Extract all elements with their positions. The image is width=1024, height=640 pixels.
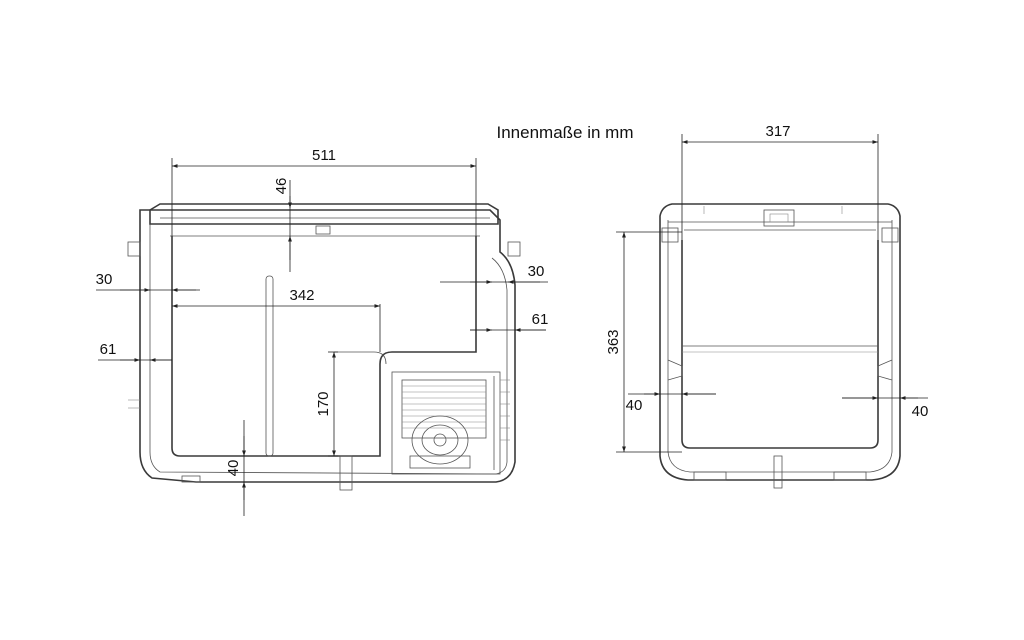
side-view-body-inner-wall (149, 214, 508, 475)
front-view-lid-handle-inner (769, 213, 789, 223)
side-view-divider (265, 275, 274, 457)
dim-label-40-floor: 40 (225, 460, 242, 477)
dim-label-170: 170 (315, 391, 332, 416)
front-view-dimensions: 317 363 40 40 (605, 123, 929, 453)
dim-label-342: 342 (289, 287, 314, 304)
front-view (659, 203, 901, 489)
side-view-inner-compartment (171, 236, 477, 457)
front-view-right-foot (833, 471, 867, 481)
compressor-unit (391, 371, 510, 475)
side-view-left-foot (181, 475, 201, 483)
front-view-left-handle (667, 359, 683, 381)
front-view-inner-compartment (681, 240, 879, 449)
side-view-lid-handle (315, 225, 331, 235)
front-view-body-outline (659, 203, 901, 481)
side-view (127, 203, 521, 491)
front-view-lid-handle (763, 209, 795, 227)
side-view-dimensions: 511 46 30 30 342 61 61 170 (96, 147, 549, 516)
dim-label-363: 363 (605, 329, 622, 354)
front-view-right-latch (881, 227, 899, 243)
side-view-right-latch (507, 241, 521, 257)
front-view-right-handle (877, 359, 893, 381)
dim-label-40-left: 40 (626, 397, 643, 414)
side-view-compartment-step (334, 351, 387, 365)
dim-label-61-left: 61 (100, 341, 117, 358)
dim-label-61-right: 61 (532, 311, 549, 328)
front-view-drain (773, 455, 783, 489)
front-view-left-foot (693, 471, 727, 481)
side-view-lid (149, 203, 499, 225)
dim-label-40-right: 40 (912, 403, 929, 420)
dim-label-30-right: 30 (528, 263, 545, 280)
dim-label-30-left: 30 (96, 271, 113, 288)
side-view-body-outline (139, 209, 516, 483)
side-view-left-latch (127, 241, 141, 257)
front-view-body-inner-wall (667, 220, 893, 473)
dim-label-511: 511 (312, 147, 336, 164)
front-view-left-latch (661, 227, 679, 243)
dim-label-317: 317 (765, 123, 790, 140)
side-view-drain (339, 455, 353, 491)
dim-label-46: 46 (273, 178, 290, 195)
drawing-title: Innenmaße in mm (497, 123, 634, 142)
